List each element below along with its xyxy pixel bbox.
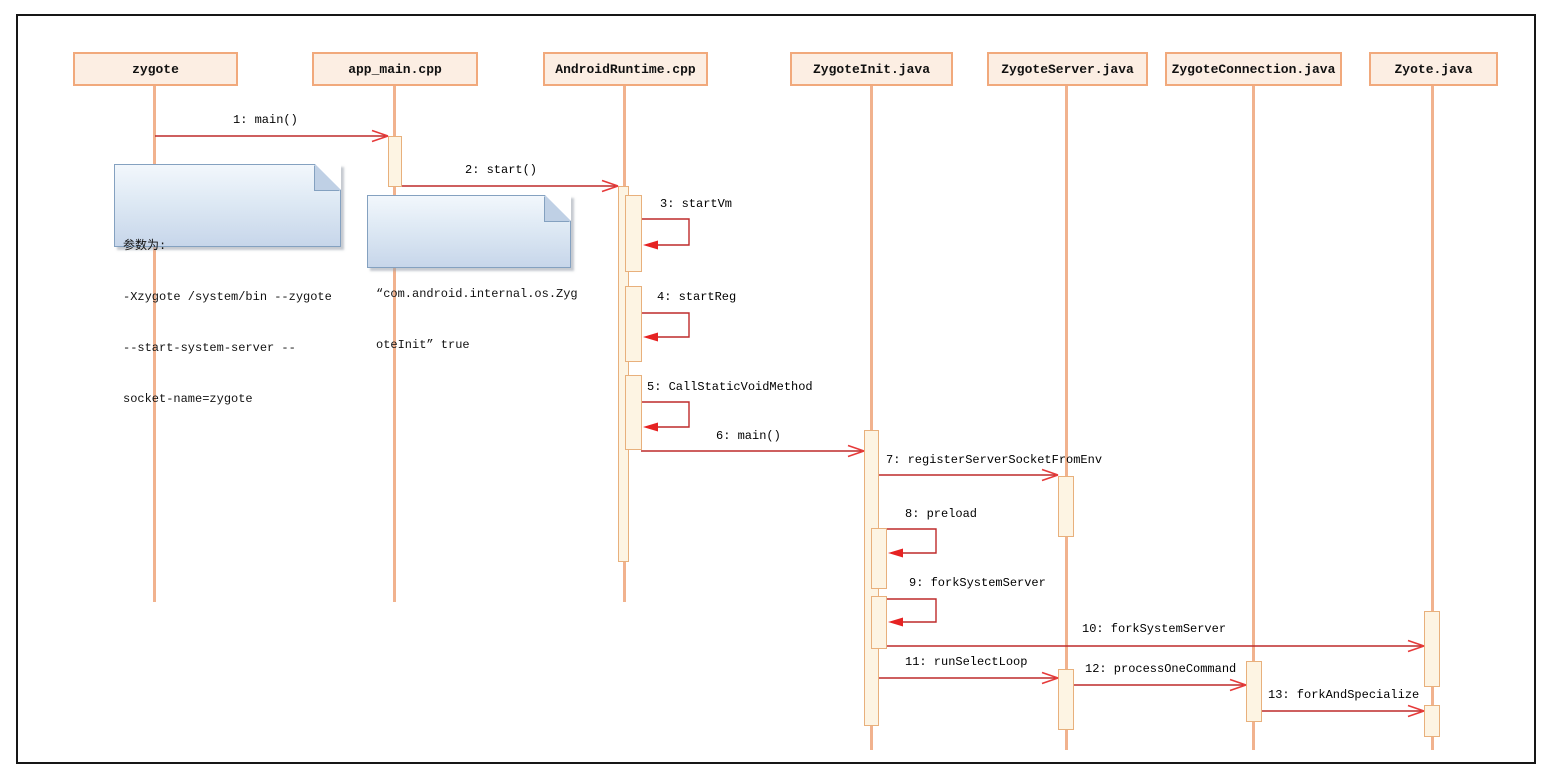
participant-label: ZygoteInit.java (812, 61, 931, 77)
lifeline-zygoteinit-java (870, 86, 873, 750)
activation-zygoteconnection (1246, 661, 1262, 722)
message-label-10: 10: forkSystemServer (1082, 622, 1227, 636)
participant-zygoteinit-java: ZygoteInit.java (790, 52, 953, 86)
message-label-4: 4: startReg (657, 290, 737, 304)
note-zygote-arguments: 参数为: -Xzygote /system/bin --zygote --sta… (114, 164, 341, 406)
message-1-arrow (155, 129, 389, 143)
lifeline-app-main-cpp (393, 86, 396, 602)
participant-label: AndroidRuntime.cpp (555, 61, 696, 77)
activation-zyote-2 (1424, 705, 1440, 737)
note-text-line: -Xzygote /system/bin --zygote (123, 290, 332, 304)
participant-label: ZygoteConnection.java (1171, 61, 1336, 77)
message-label-3: 3: startVm (660, 197, 733, 211)
activation-zygoteinit-forksystemserver (871, 596, 887, 649)
note-text-line: 参数为: (123, 239, 167, 253)
note-text-line: oteInit” true (376, 338, 470, 352)
lifeline-zygoteconnection-java (1252, 86, 1255, 750)
activation-androidruntime-startvm (625, 195, 642, 272)
message-label-6: 6: main() (716, 429, 781, 443)
message-label-5: 5: CallStaticVoidMethod (647, 380, 813, 394)
note-text-line: --start-system-server -- (123, 341, 296, 355)
note-text-line: socket-name=zygote (123, 392, 253, 406)
message-2-arrow (402, 179, 619, 193)
message-label-7: 7: registerServerSocketFromEnv (886, 453, 1103, 467)
lifeline-zyote-java (1431, 86, 1434, 750)
message-9-self-arrow (887, 598, 937, 627)
note-zygoteinit-class: “com.android.internal.os.Zyg oteInit” tr… (367, 195, 578, 352)
activation-zygoteserver-1 (1058, 476, 1074, 537)
message-6-arrow (641, 444, 865, 458)
activation-androidruntime-callstaticvoidmethod (625, 375, 642, 450)
activation-androidruntime-startreg (625, 286, 642, 362)
message-4-self-arrow (642, 312, 690, 342)
message-10-arrow (887, 639, 1425, 653)
lifeline-zygoteserver-java (1065, 86, 1068, 750)
participant-zygoteserver-java: ZygoteServer.java (987, 52, 1148, 86)
message-8-self-arrow (887, 528, 937, 558)
message-11-arrow (879, 671, 1059, 685)
message-label-12: 12: processOneCommand (1085, 662, 1237, 676)
diagram-border (16, 14, 1536, 764)
message-3-self-arrow (642, 218, 690, 250)
activation-zygoteserver-2 (1058, 669, 1074, 730)
activation-zygoteinit-preload (871, 528, 887, 589)
participant-app-main-cpp: app_main.cpp (312, 52, 478, 86)
activation-zyote-1 (1424, 611, 1440, 687)
message-label-8: 8: preload (905, 507, 978, 521)
message-label-13: 13: forkAndSpecialize (1268, 688, 1420, 702)
message-label-1: 1: main() (233, 113, 298, 127)
activation-app-main (388, 136, 402, 187)
participant-label: app_main.cpp (348, 61, 442, 77)
note-fold-icon (315, 164, 341, 190)
note-text-line: “com.android.internal.os.Zyg (376, 287, 578, 301)
participant-label: Zyote.java (1394, 61, 1473, 77)
activation-androidruntime-main (618, 186, 629, 562)
message-13-arrow (1262, 704, 1425, 718)
message-label-9: 9: forkSystemServer (909, 576, 1046, 590)
participant-zygoteconnection-java: ZygoteConnection.java (1165, 52, 1342, 86)
participant-label: ZygoteServer.java (1001, 61, 1134, 77)
message-label-2: 2: start() (465, 163, 538, 177)
message-label-11: 11: runSelectLoop (905, 655, 1028, 669)
message-5-self-arrow (642, 401, 690, 432)
participant-label: zygote (132, 61, 179, 77)
participant-zyote-java: Zyote.java (1369, 52, 1498, 86)
message-7-arrow (879, 468, 1059, 482)
participant-androidruntime-cpp: AndroidRuntime.cpp (543, 52, 708, 86)
lifeline-zygote (153, 86, 156, 602)
note-fold-icon (545, 195, 571, 221)
participant-zygote: zygote (73, 52, 238, 86)
message-12-arrow (1074, 678, 1247, 692)
